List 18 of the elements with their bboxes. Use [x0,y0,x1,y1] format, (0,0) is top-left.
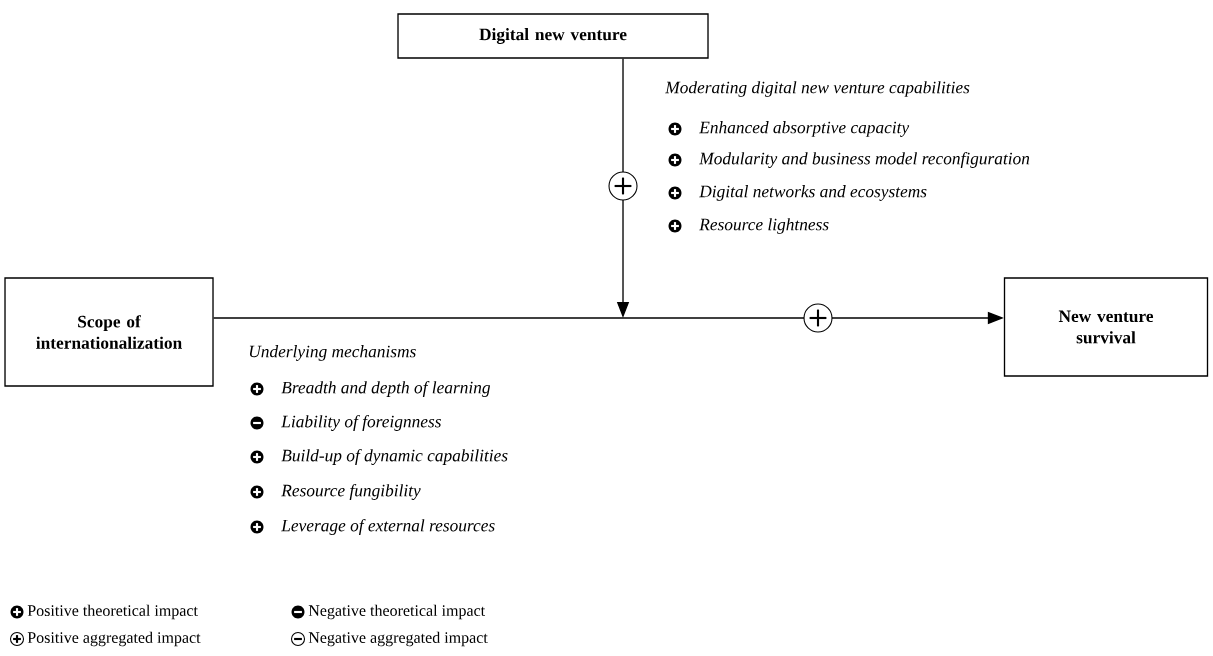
list-item: Leverage of external resources [281,519,495,535]
list-item: Resource lightness [699,218,829,234]
list-item: Digital networks and ecosystems [699,185,927,201]
list-item: Breadth and depth of learning [281,381,491,397]
list-item: Enhanced absorptive capacity [699,121,910,137]
legend-text: Negative theoretical impact [308,604,485,620]
concept-box: Digital new venture [397,13,709,59]
list-item: Resource fungibility [281,484,421,500]
list-item: Modularity and business model reconfiguration [699,152,1030,168]
list-heading: Moderating digital new venture capabilities [665,81,970,97]
legend-text: Positive aggregated impact [27,631,201,647]
list-item: Liability of foreignness [281,415,441,431]
list-heading: Underlying mechanisms [249,345,416,361]
legend-text: Positive theoretical impact [27,604,198,620]
concept-box: New venture survival [1003,277,1209,377]
list-item: Build-up of dynamic capabilities [281,449,508,465]
concept-box: Scope of internationalization [4,277,214,387]
legend-text: Negative aggregated impact [308,631,488,647]
